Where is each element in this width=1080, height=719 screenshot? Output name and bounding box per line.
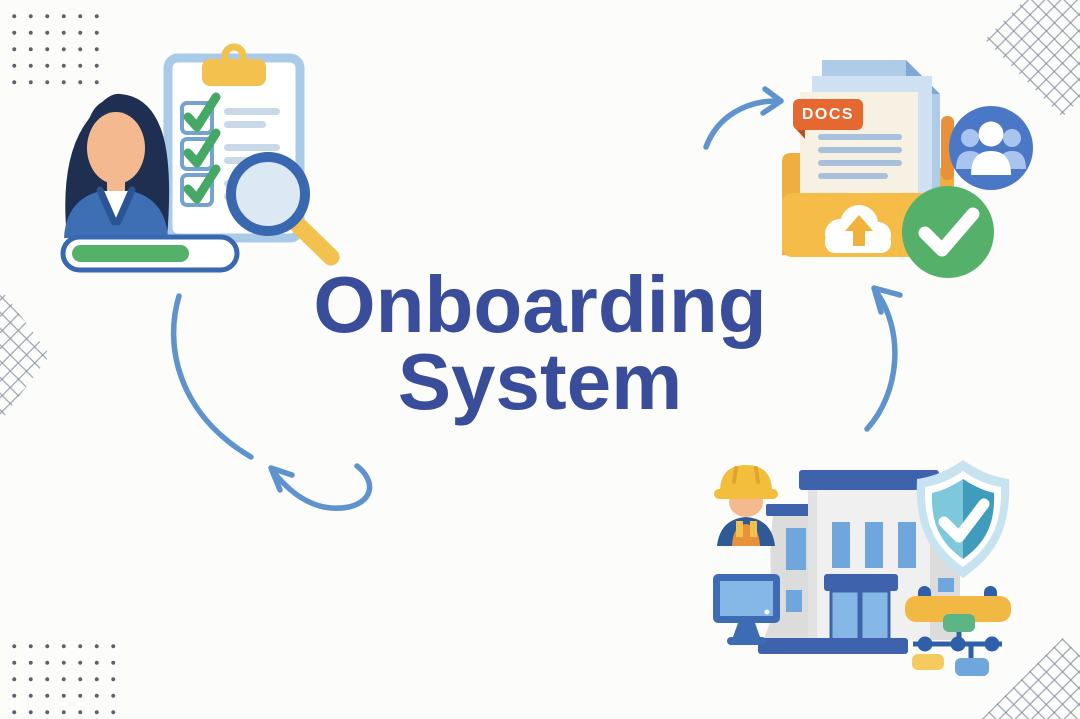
progress-bar — [60, 234, 240, 273]
documents-cluster — [782, 60, 1033, 278]
magnifier-icon — [226, 152, 340, 266]
roof-band — [799, 470, 939, 490]
dot-grid-top-left — [6, 8, 105, 90]
upload-arrow-icon — [845, 215, 873, 246]
arrow-top-curve — [703, 86, 784, 150]
bookmark-ribbon — [941, 116, 954, 180]
worker-avatar — [714, 465, 778, 546]
progress-fill — [72, 245, 189, 262]
docs-tag: DOCS — [793, 99, 863, 130]
arrow-right-curve — [864, 285, 903, 432]
dot-grid-bottom-left — [6, 638, 121, 719]
check-icon — [183, 164, 221, 204]
window — [832, 522, 850, 568]
team-circle-icon — [949, 106, 1033, 190]
employee-avatar — [64, 93, 170, 238]
clip — [202, 59, 266, 86]
checklist-cluster — [60, 43, 340, 273]
check-icon — [183, 128, 221, 168]
docs-tag-fold — [795, 128, 805, 139]
check-icon — [183, 92, 221, 132]
computer-icon — [713, 574, 780, 645]
hard-hat-icon — [720, 465, 772, 492]
org-node-green — [943, 614, 975, 632]
check-icon — [938, 498, 990, 543]
cloud-upload-icon — [825, 205, 891, 253]
arrow-left-curve — [170, 293, 373, 511]
title-line-1: Onboarding — [313, 260, 767, 349]
org-node-blue — [955, 658, 989, 676]
approved-check-icon — [902, 186, 994, 278]
title-line-2: System — [397, 337, 683, 426]
security-shield-icon — [916, 460, 1010, 578]
building-base — [758, 638, 908, 654]
org-chart-icon — [905, 586, 1011, 676]
door — [859, 589, 891, 644]
building-cluster — [713, 460, 1011, 676]
org-node-yellow — [912, 654, 944, 670]
page-title: Onboarding System — [0, 260, 1080, 426]
window — [898, 522, 916, 568]
window — [865, 522, 883, 568]
